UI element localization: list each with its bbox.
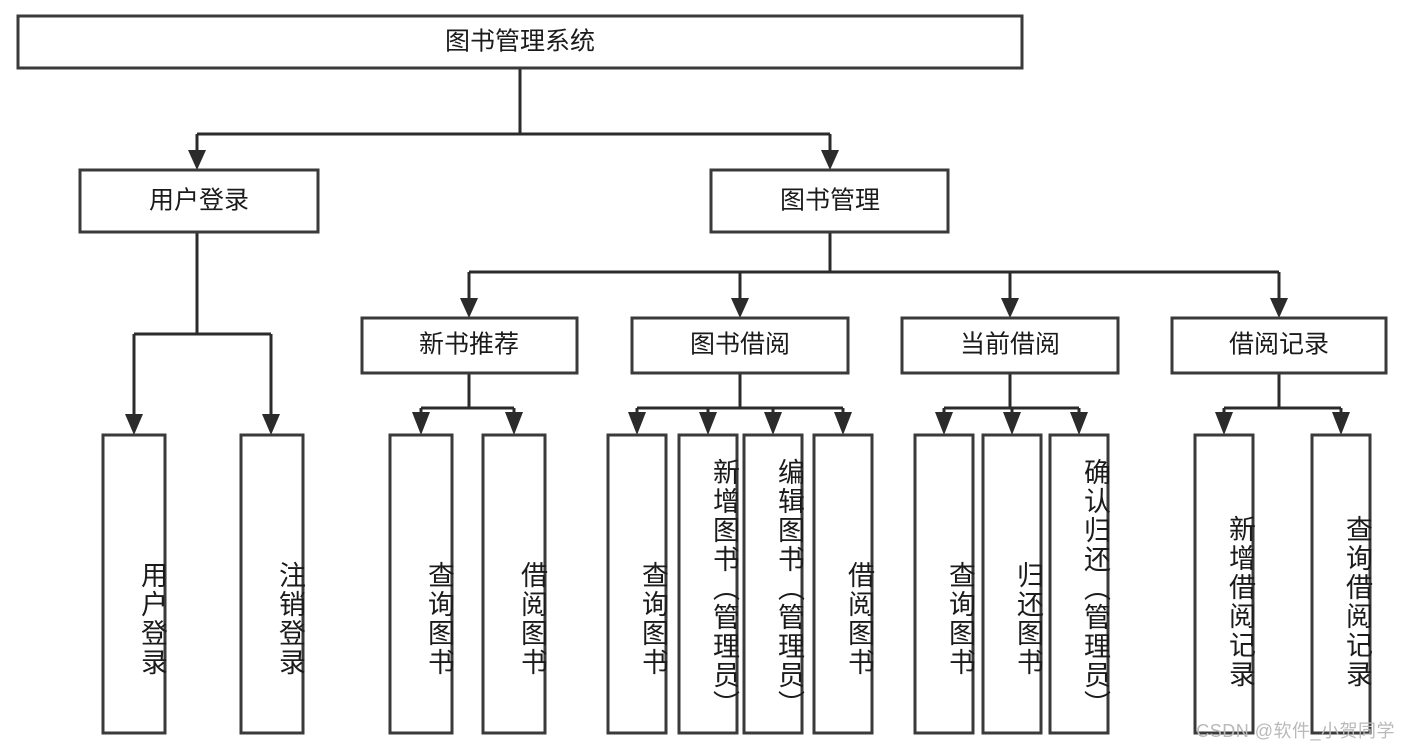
node-leaf-add-record[interactable] xyxy=(1193,433,1255,735)
edges-borrow-record-to-leaves xyxy=(1215,373,1350,435)
node-leaf-borrow-book-1[interactable] xyxy=(481,433,547,735)
edges-book-borrow-to-leaves xyxy=(628,373,852,435)
edges-root-to-level2 xyxy=(188,68,839,170)
node-borrow-record-label: 借阅记录 xyxy=(1229,331,1329,359)
watermark-label: CSDN @软件_小贺同学 xyxy=(1196,721,1395,741)
arrow-to-leaf-add-book xyxy=(699,412,717,435)
node-root-label: 图书管理系统 xyxy=(445,28,595,56)
edges-user-login-to-leaves xyxy=(125,232,280,435)
edges-current-borrow-to-leaves xyxy=(935,373,1088,435)
node-leaf-edit-book[interactable] xyxy=(742,433,804,735)
node-book-borrow-label: 图书借阅 xyxy=(690,331,790,359)
arrow-to-book-management xyxy=(821,150,839,170)
arrow-to-leaf-return-book xyxy=(1003,412,1021,435)
node-leaf-query-record[interactable] xyxy=(1310,433,1372,735)
node-book-borrow[interactable] xyxy=(630,316,850,375)
node-book-management[interactable] xyxy=(709,168,950,234)
arrow-to-leaf-query-book-1 xyxy=(412,412,430,435)
node-user-login[interactable] xyxy=(78,168,320,234)
node-leaf-borrow-book-2[interactable] xyxy=(812,433,874,735)
node-leaf-return-book[interactable] xyxy=(981,433,1043,735)
node-leaf-confirm-return[interactable] xyxy=(1048,433,1110,735)
edges-book-management-to-level3 xyxy=(460,232,1288,318)
edges-new-book-recommend-to-leaves xyxy=(412,373,523,435)
arrow-to-book-borrow xyxy=(731,298,749,318)
node-leaf-query-book-2[interactable] xyxy=(606,433,668,735)
arrow-to-leaf-user-login xyxy=(125,414,143,435)
arrow-to-current-borrow xyxy=(1001,298,1019,318)
node-leaf-query-book-3[interactable] xyxy=(913,433,975,735)
arrow-to-leaf-edit-book xyxy=(764,412,782,435)
node-user-login-label: 用户登录 xyxy=(149,187,249,215)
arrow-to-leaf-user-logout xyxy=(262,414,280,435)
node-borrow-record[interactable] xyxy=(1170,316,1388,375)
arrow-to-leaf-borrow-book-2 xyxy=(834,412,852,435)
node-book-management-label: 图书管理 xyxy=(780,187,880,215)
node-new-book-recommend[interactable] xyxy=(360,316,579,375)
arrow-to-leaf-query-book-2 xyxy=(628,412,646,435)
node-root[interactable] xyxy=(16,14,1024,70)
arrow-to-leaf-query-record xyxy=(1332,412,1350,435)
arrow-to-leaf-add-record xyxy=(1215,412,1233,435)
arrow-to-leaf-query-book-3 xyxy=(935,412,953,435)
arrow-to-leaf-confirm-return xyxy=(1070,412,1088,435)
arrow-to-leaf-borrow-book-1 xyxy=(505,412,523,435)
node-current-borrow[interactable] xyxy=(900,316,1120,375)
node-leaf-user-login[interactable] xyxy=(101,433,167,735)
node-new-book-recommend-label: 新书推荐 xyxy=(419,331,519,359)
arrow-to-borrow-record xyxy=(1270,298,1288,318)
arrow-to-user-login xyxy=(188,150,206,170)
node-current-borrow-label: 当前借阅 xyxy=(960,331,1060,359)
node-leaf-query-book-1[interactable] xyxy=(388,433,454,735)
node-leaf-user-logout[interactable] xyxy=(239,433,305,735)
node-leaf-add-book[interactable] xyxy=(677,433,739,735)
arrow-to-new-book-recommend xyxy=(460,298,478,318)
